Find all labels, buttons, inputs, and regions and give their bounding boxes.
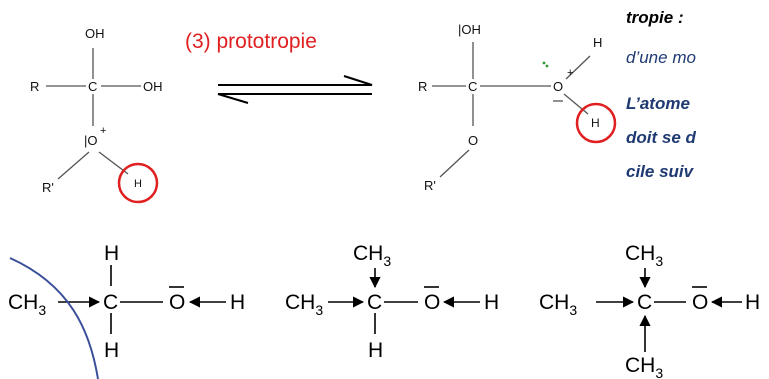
alc2-bottom: H (368, 339, 383, 362)
reaction-label: (3) prototropie (185, 30, 317, 53)
right-r-prime: R' (424, 178, 436, 193)
alc3-c: C (637, 291, 652, 314)
bond-o-r-prime (57, 151, 90, 180)
right-o-bottom: O (468, 133, 478, 148)
alc3-top: CH3 (625, 242, 663, 269)
side-text-line-4: doit se d (626, 128, 697, 147)
right-oh-top: |OH (458, 22, 481, 37)
alcohol-primary: H CH3 C O H H (8, 242, 245, 362)
alc3-left: CH3 (539, 291, 577, 318)
alc1-left: CH3 (8, 291, 46, 318)
left-r-prime: R' (42, 180, 54, 195)
alc3-bottom: CH3 (625, 354, 663, 379)
left-c: C (88, 79, 97, 94)
left-oh-right: OH (143, 79, 163, 94)
alc2-top: CH3 (353, 242, 391, 269)
right-plus: + (567, 67, 573, 79)
alc1-o: O (169, 291, 185, 314)
right-molecule (432, 42, 591, 178)
alc2-left: CH3 (285, 291, 323, 318)
bond-o-h-top-r (565, 55, 591, 80)
bond-o-r-prime-r (439, 149, 470, 178)
right-h-highlight-circle (575, 102, 617, 144)
alc3-o: O (692, 291, 708, 314)
alcohol-secondary: CH3 CH3 C O H H (285, 242, 499, 362)
bond-o-h-circled-r (563, 93, 589, 115)
alc2-h: H (484, 291, 499, 314)
side-text-line-2: d’une mo (626, 48, 696, 67)
alcohol-tertiary: CH3 CH3 C O H CH3 (539, 242, 760, 379)
alc1-c: C (103, 291, 118, 314)
reverse-half-arrow (217, 93, 372, 104)
right-h-circled: H (591, 116, 600, 130)
electron-dot-2 (545, 64, 549, 68)
alc1-h: H (230, 291, 245, 314)
left-molecule-labels: OH R C OH |O + R' H (30, 26, 163, 195)
right-h-top: H (593, 35, 602, 50)
forward-half-arrow (218, 75, 373, 86)
left-molecule (46, 48, 141, 180)
left-o-plus: |O (84, 133, 98, 148)
left-plus: + (100, 125, 106, 137)
side-text-line-3: L’atome (626, 94, 690, 113)
alc2-o: O (424, 291, 440, 314)
alc1-top: H (104, 242, 119, 265)
left-r: R (30, 79, 39, 94)
decorative-curve (9, 257, 99, 379)
side-text-line-1: tropie : (626, 8, 684, 27)
right-r: R (418, 79, 427, 94)
right-molecule-labels: |OH R C O + H H O R' (418, 22, 602, 193)
left-oh-top: OH (85, 26, 105, 41)
left-h-circled: H (134, 178, 142, 190)
right-c: C (468, 79, 477, 94)
side-text-line-5: cile suiv (626, 162, 695, 181)
alc1-bottom: H (104, 339, 119, 362)
alc3-h: H (745, 291, 760, 314)
alc2-c: C (367, 291, 382, 314)
left-h-highlight-circle (117, 162, 159, 204)
electron-dot-1 (542, 61, 546, 65)
side-text-block: tropie : d’une mo L’atome doit se d cile… (626, 8, 697, 181)
equilibrium-arrows (217, 75, 373, 104)
right-o: O (553, 79, 563, 94)
